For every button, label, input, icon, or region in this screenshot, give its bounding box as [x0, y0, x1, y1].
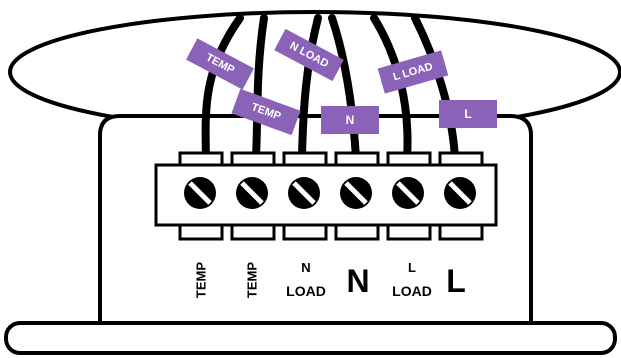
screw-terminal-icon	[236, 177, 268, 209]
wire-temp-left	[201, 14, 244, 162]
tag-n: N	[321, 106, 379, 134]
terminal-label-temp-1: TEMP	[194, 262, 209, 298]
wire-temp-right	[252, 14, 268, 162]
terminal-label-l: L	[446, 263, 466, 299]
wire-n	[328, 14, 360, 162]
screw-terminal-icon	[392, 177, 424, 209]
screw-terminal-icon	[184, 177, 216, 209]
terminal-label-l-load-top: L	[408, 260, 416, 275]
tag-temp-right: TEMP	[231, 88, 301, 136]
terminal-label-temp-2: TEMP	[245, 262, 260, 298]
terminal-label-n: N	[346, 263, 369, 299]
terminal-label-n-load-top: N	[301, 260, 310, 275]
tag-n-text: N	[346, 113, 355, 127]
screw-terminal-icon	[340, 177, 372, 209]
screw-terminal-icon	[444, 177, 476, 209]
terminal-block	[154, 151, 498, 241]
tag-l: L	[439, 100, 497, 128]
wire-n-load	[298, 14, 322, 162]
terminal-label-n-load-bottom: LOAD	[286, 283, 326, 299]
base-plate	[4, 321, 617, 355]
wire-l	[411, 14, 459, 162]
screw-terminal-icon	[288, 177, 320, 209]
terminal-label-l-load-bottom: LOAD	[392, 283, 432, 299]
tag-l-load: L LOAD	[377, 50, 449, 94]
screw-row	[184, 177, 476, 209]
tag-l-text: L	[464, 107, 471, 121]
